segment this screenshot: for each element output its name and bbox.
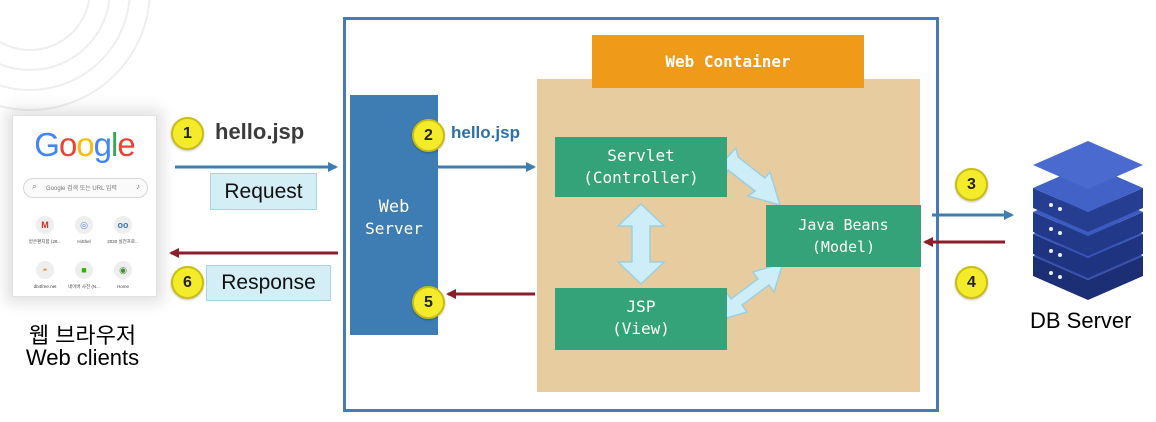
naver-dict-icon: ■: [75, 261, 93, 279]
jsp-label-line2: (View): [612, 319, 670, 338]
search-icon: ⌕: [32, 182, 37, 191]
link-icon: oo: [114, 216, 132, 234]
beans-label-line2: (Model): [811, 238, 876, 256]
servlet-label-line2: (Controller): [583, 168, 699, 187]
forward-url-label: hello.jsp: [451, 123, 520, 142]
web-server-label-line2: Server: [365, 219, 423, 238]
response-label: Response: [206, 265, 331, 301]
step-badge-2: 2: [412, 119, 445, 152]
request-label: Request: [210, 173, 317, 210]
browser-shortcut-label: Home: [116, 284, 129, 289]
browser-shortcut: ■ 네이버 사전 (N...: [64, 261, 104, 290]
db-server-icon: [1033, 141, 1143, 300]
browser-shortcut-label: HiShel: [77, 239, 91, 244]
browser-shortcut: ◉ Home: [103, 261, 143, 289]
servlet-beans-double-arrow: [721, 146, 782, 207]
browser-shortcut: ◓ db4free.net: [25, 261, 65, 289]
google-logo: Google: [34, 126, 135, 163]
client-label-english: Web clients: [25, 345, 140, 370]
servlet-controller-box: Servlet (Controller): [555, 137, 727, 197]
db4free-icon: ◓: [36, 261, 54, 279]
step-badge-5: 5: [412, 286, 445, 319]
microphone-icon: ♪: [136, 182, 140, 191]
web-server-label-line1: Web: [378, 197, 410, 217]
step-badge-3: 3: [955, 168, 988, 201]
browser-shortcut-label: 네이버 사전 (N...: [68, 284, 100, 289]
decorative-rings: [0, 0, 151, 111]
servlet-jsp-double-arrow: [616, 202, 666, 286]
step-badge-4: 4: [955, 266, 988, 299]
request-url-label: hello.jsp: [215, 119, 305, 144]
browser-shortcut-label: db4free.net: [33, 284, 57, 289]
db-server-label: DB Server: [1030, 308, 1132, 333]
java-beans-model-box: Java Beans (Model): [766, 205, 921, 267]
globe-icon: ◎: [75, 216, 93, 234]
step-badge-6: 6: [171, 266, 204, 299]
jsp-label-line1: JSP: [626, 297, 656, 316]
browser-shortcut-label: 받은편지함 (28...: [28, 239, 62, 244]
browser-shortcut-label: 2020 실전프로...: [107, 239, 139, 244]
web-container-title: Web Container: [592, 35, 864, 88]
beans-label-line1: Java Beans: [798, 216, 889, 234]
browser-shortcut: oo 2020 실전프로...: [103, 216, 143, 245]
browser-shortcut: M 받은편지함 (28...: [25, 216, 65, 245]
browser-search-bar: ⌕ Google 검색 또는 URL 입력 ♪: [23, 178, 148, 198]
step-badge-1: 1: [171, 117, 204, 150]
servlet-label-line1: Servlet: [607, 146, 675, 165]
browser-screenshot: Google ⌕ Google 검색 또는 URL 입력 ♪ M 받은편지함 (2…: [12, 115, 157, 297]
browser-search-placeholder: Google 검색 또는 URL 입력: [46, 186, 117, 192]
jsp-view-box: JSP (View): [555, 288, 727, 350]
client-label-korean: 웹 브라우저: [28, 323, 137, 348]
gmail-icon: M: [36, 216, 54, 234]
browser-shortcut: ◎ HiShel: [64, 216, 104, 244]
home-icon: ◉: [114, 261, 132, 279]
